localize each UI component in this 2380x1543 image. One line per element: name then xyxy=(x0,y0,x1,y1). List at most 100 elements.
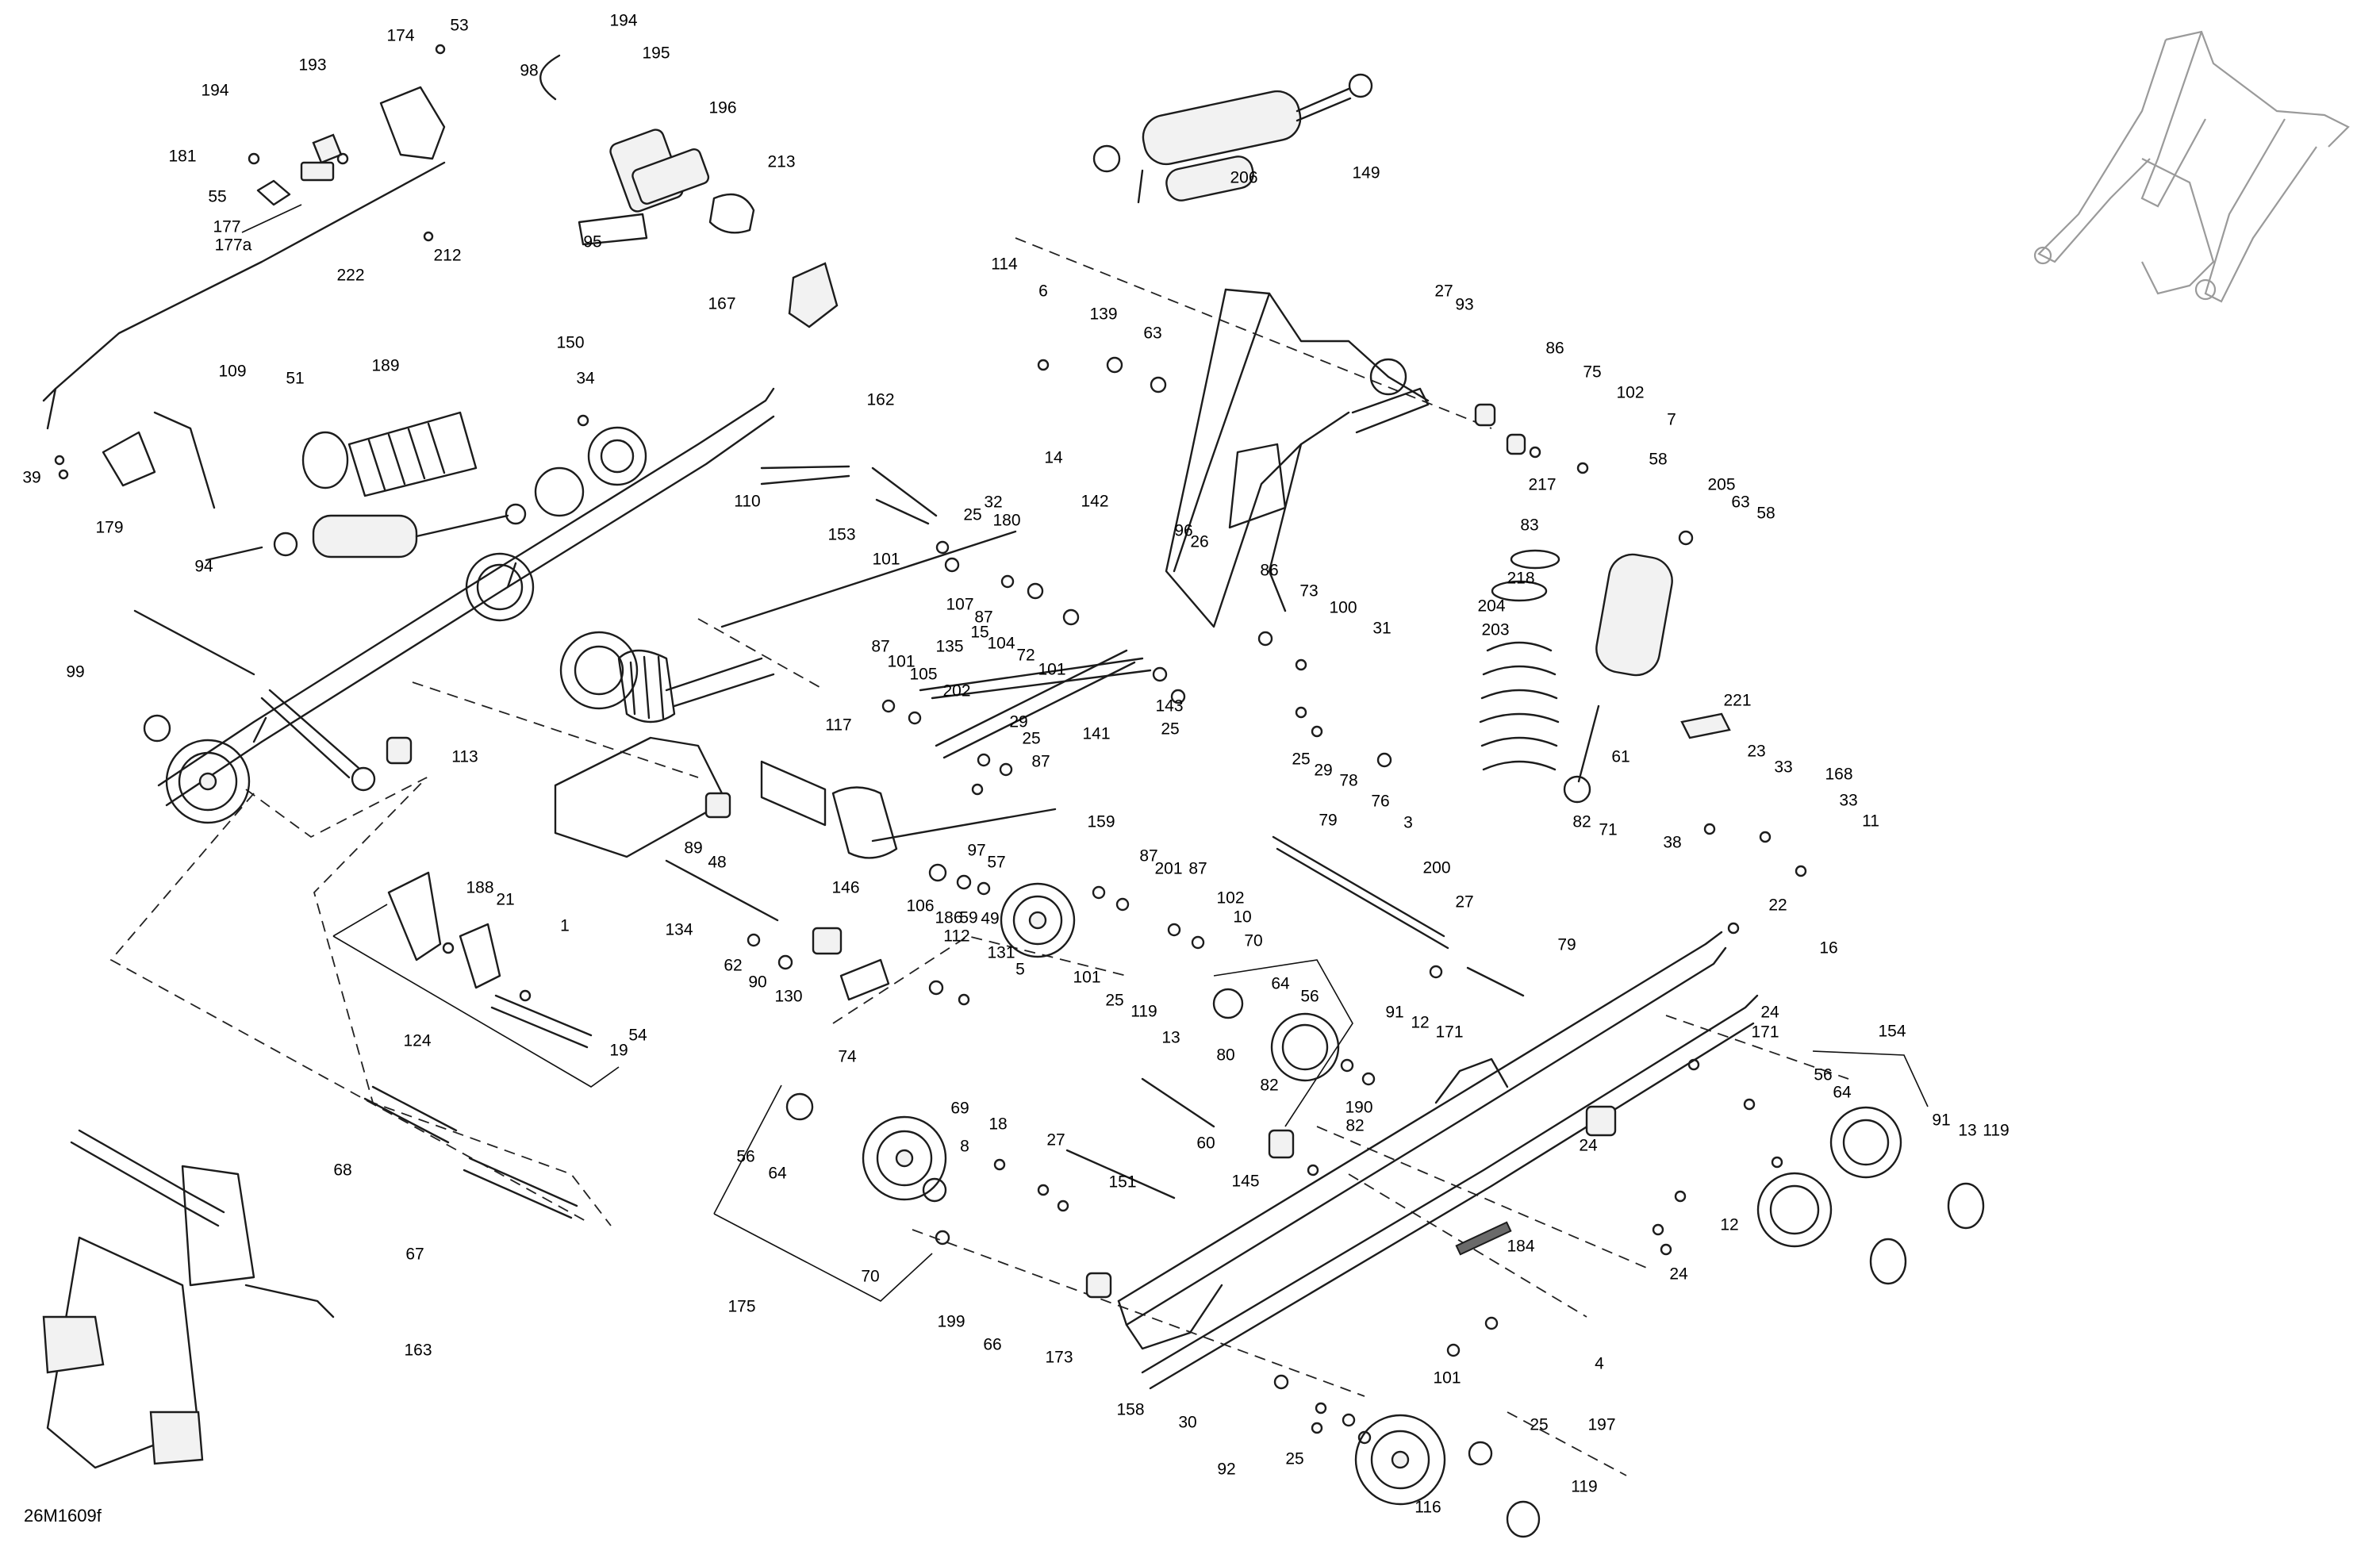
callout-27: 27 xyxy=(1046,1131,1065,1150)
rear-arm-a-frame xyxy=(1165,288,1430,628)
link-rods xyxy=(720,466,1525,1199)
callout-171: 171 xyxy=(1751,1023,1779,1042)
callout-177a: 177a xyxy=(215,236,252,255)
callout-64: 64 xyxy=(1271,975,1290,993)
callout-80: 80 xyxy=(1216,1046,1234,1065)
callout-117: 117 xyxy=(825,716,851,735)
callout-98: 98 xyxy=(520,62,538,80)
callout-101: 101 xyxy=(1073,969,1100,987)
callout-184: 184 xyxy=(1507,1238,1534,1256)
callout-199: 199 xyxy=(937,1313,965,1331)
callout-151: 151 xyxy=(1108,1173,1136,1192)
callout-25: 25 xyxy=(1105,992,1123,1010)
callout-91: 91 xyxy=(1385,1004,1403,1022)
callout-114: 114 xyxy=(991,255,1018,274)
shock-boot xyxy=(301,411,478,497)
callout-13: 13 xyxy=(1161,1029,1180,1047)
callout-69: 69 xyxy=(950,1100,969,1118)
location-thumbnail xyxy=(2033,30,2350,303)
callout-142: 142 xyxy=(1081,493,1108,511)
callout-32: 32 xyxy=(984,493,1002,512)
callout-119: 119 xyxy=(1983,1122,2009,1140)
callout-113: 113 xyxy=(451,748,478,766)
callout-10: 10 xyxy=(1233,908,1251,927)
callout-3: 3 xyxy=(1403,814,1413,832)
callout-95: 95 xyxy=(583,233,601,251)
callout-141: 141 xyxy=(1082,725,1110,743)
callout-27: 27 xyxy=(1455,893,1473,912)
callout-195: 195 xyxy=(642,44,670,63)
callout-82: 82 xyxy=(1572,813,1591,831)
callout-105: 105 xyxy=(909,666,937,684)
callout-196: 196 xyxy=(708,99,736,117)
callout-186: 186 xyxy=(935,909,962,927)
callout-76: 76 xyxy=(1371,793,1389,811)
callout-56: 56 xyxy=(1300,988,1319,1006)
callout-145: 145 xyxy=(1231,1173,1259,1191)
callout-61: 61 xyxy=(1611,748,1630,766)
callout-55: 55 xyxy=(208,188,226,206)
callout-101: 101 xyxy=(1038,661,1065,679)
rear-shock-absorber xyxy=(1092,73,1373,204)
callout-106: 106 xyxy=(906,897,934,915)
callout-189: 189 xyxy=(371,357,399,375)
callout-23: 23 xyxy=(1747,743,1765,761)
callout-101: 101 xyxy=(872,551,900,569)
callout-82: 82 xyxy=(1345,1117,1364,1135)
callout-25: 25 xyxy=(1161,720,1179,739)
callout-51: 51 xyxy=(286,370,304,388)
callout-58: 58 xyxy=(1756,505,1775,523)
callout-63: 63 xyxy=(1143,324,1161,343)
callout-71: 71 xyxy=(1599,821,1617,839)
callout-188: 188 xyxy=(466,879,493,897)
callout-179: 179 xyxy=(95,519,123,537)
callout-102: 102 xyxy=(1216,889,1244,908)
callout-30: 30 xyxy=(1178,1414,1196,1432)
callout-39: 39 xyxy=(22,469,40,487)
callout-59: 59 xyxy=(959,909,977,927)
callout-203: 203 xyxy=(1481,621,1509,639)
callout-27: 27 xyxy=(1434,282,1453,301)
callout-58: 58 xyxy=(1649,451,1667,469)
callout-11: 11 xyxy=(1862,812,1879,831)
callout-194: 194 xyxy=(609,12,637,30)
callout-33: 33 xyxy=(1839,792,1857,810)
callout-218: 218 xyxy=(1507,570,1534,588)
callout-167: 167 xyxy=(708,295,735,313)
callout-131: 131 xyxy=(987,944,1015,962)
callout-94: 94 xyxy=(194,558,213,576)
callout-149: 149 xyxy=(1352,164,1380,182)
idler-wheels xyxy=(785,882,1985,1538)
callout-73: 73 xyxy=(1299,582,1318,601)
callout-18: 18 xyxy=(988,1115,1007,1134)
callout-213: 213 xyxy=(767,153,795,171)
callout-119: 119 xyxy=(1130,1003,1157,1021)
callout-177: 177 xyxy=(213,218,240,236)
callout-193: 193 xyxy=(298,56,326,75)
callout-162: 162 xyxy=(866,391,894,409)
callout-4: 4 xyxy=(1595,1355,1604,1373)
callout-83: 83 xyxy=(1520,516,1538,535)
part-callout-labels: 531741941931951949819618155177177a213206… xyxy=(22,12,2009,1517)
callout-67: 67 xyxy=(405,1246,424,1264)
callout-194: 194 xyxy=(201,82,228,100)
callout-101: 101 xyxy=(1433,1369,1461,1388)
callout-222: 222 xyxy=(336,267,364,285)
lower-left-shafts xyxy=(363,871,593,1219)
callout-29: 29 xyxy=(1314,762,1332,780)
callout-100: 100 xyxy=(1329,599,1357,617)
dashed-assembly-guides xyxy=(109,237,1849,1476)
callout-119: 119 xyxy=(1571,1478,1597,1496)
callout-86: 86 xyxy=(1260,562,1278,580)
callout-175: 175 xyxy=(727,1298,755,1316)
callout-21: 21 xyxy=(496,891,514,909)
actuator-motor xyxy=(539,54,839,328)
lower-slide-rail xyxy=(1085,931,1759,1390)
callout-97: 97 xyxy=(967,842,985,860)
callout-64: 64 xyxy=(768,1165,787,1183)
callout-62: 62 xyxy=(724,957,742,975)
callout-168: 168 xyxy=(1825,766,1852,784)
callout-38: 38 xyxy=(1663,834,1681,852)
callout-112: 112 xyxy=(943,927,969,946)
callout-13: 13 xyxy=(1958,1122,1976,1140)
